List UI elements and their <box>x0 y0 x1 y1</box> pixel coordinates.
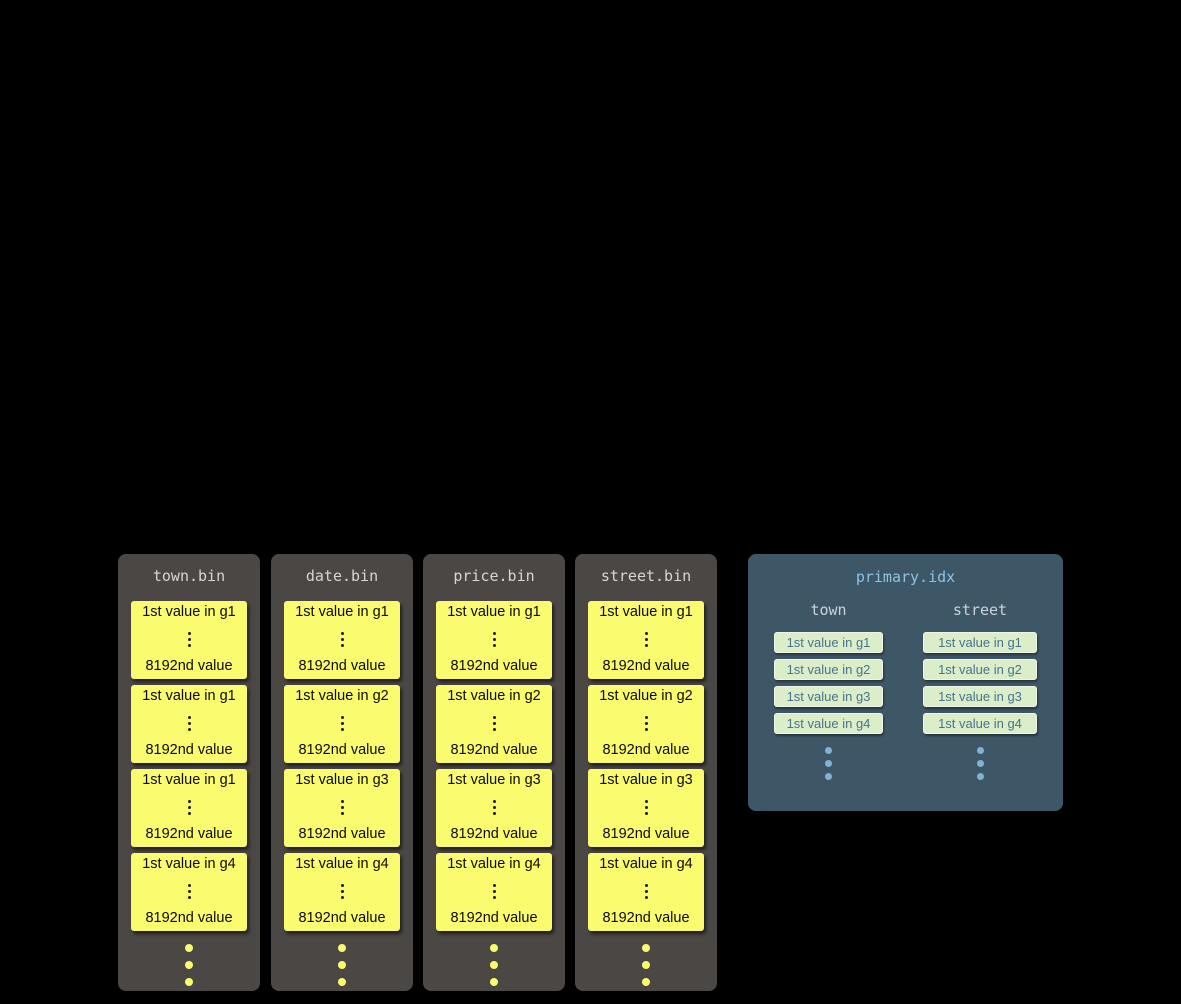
bin-file-panel-date: date.bin 1st value in g1 8192nd value 1s… <box>271 554 413 991</box>
more-granules-ellipsis-icon <box>490 944 498 986</box>
vertical-ellipsis-icon <box>187 715 191 731</box>
index-column-header: street <box>952 601 1008 619</box>
index-column-header: town <box>810 601 847 619</box>
granule-block: 1st value in g2 8192nd value <box>436 685 552 763</box>
bin-file-title: town.bin <box>152 567 226 585</box>
vertical-ellipsis-icon <box>644 883 648 899</box>
vertical-ellipsis-icon <box>492 799 496 815</box>
index-entry: 1st value in g4 <box>923 713 1037 734</box>
more-entries-ellipsis-icon <box>976 747 984 780</box>
granule-last-value: 8192nd value <box>298 826 386 842</box>
granule-last-value: 8192nd value <box>602 910 690 926</box>
granule-block: 1st value in g3 8192nd value <box>436 769 552 847</box>
granule-block: 1st value in g2 8192nd value <box>588 685 704 763</box>
granule-block: 1st value in g4 8192nd value <box>131 853 247 931</box>
bin-file-panel-street: street.bin 1st value in g1 8192nd value … <box>575 554 717 991</box>
granule-block: 1st value in g1 8192nd value <box>131 769 247 847</box>
bin-file-panel-town: town.bin 1st value in g1 8192nd value 1s… <box>118 554 260 991</box>
granule-first-value: 1st value in g1 <box>599 604 693 620</box>
granule-last-value: 8192nd value <box>298 742 386 758</box>
vertical-ellipsis-icon <box>644 715 648 731</box>
bin-file-title: date.bin <box>305 567 379 585</box>
bin-file-panel-price: price.bin 1st value in g1 8192nd value 1… <box>423 554 565 991</box>
granule-last-value: 8192nd value <box>450 742 538 758</box>
granule-last-value: 8192nd value <box>145 742 233 758</box>
index-column-town: town 1st value in g1 1st value in g2 1st… <box>774 601 883 780</box>
granule-first-value: 1st value in g1 <box>142 772 236 788</box>
granule-last-value: 8192nd value <box>602 658 690 674</box>
index-entry: 1st value in g1 <box>923 632 1037 653</box>
granule-block: 1st value in g4 8192nd value <box>588 853 704 931</box>
granule-first-value: 1st value in g3 <box>599 772 693 788</box>
vertical-ellipsis-icon <box>187 631 191 647</box>
granule-first-value: 1st value in g1 <box>142 688 236 704</box>
granule-block: 1st value in g1 8192nd value <box>284 601 400 679</box>
granule-last-value: 8192nd value <box>602 826 690 842</box>
more-granules-ellipsis-icon <box>642 944 650 986</box>
primary-index-panel: primary.idx town 1st value in g1 1st val… <box>748 554 1063 811</box>
index-entry: 1st value in g2 <box>774 659 883 680</box>
index-entry: 1st value in g2 <box>923 659 1037 680</box>
granule-last-value: 8192nd value <box>145 658 233 674</box>
granule-first-value: 1st value in g4 <box>295 856 389 872</box>
vertical-ellipsis-icon <box>340 799 344 815</box>
more-entries-ellipsis-icon <box>825 747 832 780</box>
granule-first-value: 1st value in g3 <box>295 772 389 788</box>
vertical-ellipsis-icon <box>492 883 496 899</box>
granule-block: 1st value in g1 8192nd value <box>588 601 704 679</box>
more-granules-ellipsis-icon <box>338 944 346 986</box>
granule-last-value: 8192nd value <box>145 910 233 926</box>
vertical-ellipsis-icon <box>492 631 496 647</box>
granule-first-value: 1st value in g3 <box>447 772 541 788</box>
granule-block: 1st value in g4 8192nd value <box>436 853 552 931</box>
granule-first-value: 1st value in g4 <box>599 856 693 872</box>
index-entry: 1st value in g3 <box>923 686 1037 707</box>
granule-last-value: 8192nd value <box>450 658 538 674</box>
index-entry: 1st value in g4 <box>774 713 883 734</box>
index-entry: 1st value in g3 <box>774 686 883 707</box>
bin-file-title: price.bin <box>453 567 535 585</box>
granule-last-value: 8192nd value <box>450 826 538 842</box>
granule-block: 1st value in g1 8192nd value <box>131 601 247 679</box>
granule-first-value: 1st value in g2 <box>295 688 389 704</box>
vertical-ellipsis-icon <box>340 883 344 899</box>
granule-last-value: 8192nd value <box>298 910 386 926</box>
index-column-street: street 1st value in g1 1st value in g2 1… <box>923 601 1037 780</box>
vertical-ellipsis-icon <box>644 631 648 647</box>
granule-first-value: 1st value in g1 <box>447 604 541 620</box>
granule-last-value: 8192nd value <box>602 742 690 758</box>
bin-file-title: street.bin <box>600 567 692 585</box>
vertical-ellipsis-icon <box>492 715 496 731</box>
granule-first-value: 1st value in g1 <box>295 604 389 620</box>
more-granules-ellipsis-icon <box>185 944 193 986</box>
granule-last-value: 8192nd value <box>450 910 538 926</box>
index-entry: 1st value in g1 <box>774 632 883 653</box>
granule-first-value: 1st value in g1 <box>142 604 236 620</box>
vertical-ellipsis-icon <box>340 631 344 647</box>
granule-block: 1st value in g3 8192nd value <box>588 769 704 847</box>
vertical-ellipsis-icon <box>187 799 191 815</box>
granule-block: 1st value in g1 8192nd value <box>436 601 552 679</box>
index-columns: town 1st value in g1 1st value in g2 1st… <box>748 601 1063 780</box>
vertical-ellipsis-icon <box>187 883 191 899</box>
vertical-ellipsis-icon <box>644 799 648 815</box>
granule-block: 1st value in g3 8192nd value <box>284 769 400 847</box>
granule-first-value: 1st value in g4 <box>447 856 541 872</box>
granule-block: 1st value in g2 8192nd value <box>284 685 400 763</box>
vertical-ellipsis-icon <box>340 715 344 731</box>
primary-index-title: primary.idx <box>855 568 956 586</box>
granule-last-value: 8192nd value <box>145 826 233 842</box>
granule-first-value: 1st value in g4 <box>142 856 236 872</box>
granule-last-value: 8192nd value <box>298 658 386 674</box>
granule-first-value: 1st value in g2 <box>599 688 693 704</box>
granule-first-value: 1st value in g2 <box>447 688 541 704</box>
granule-block: 1st value in g4 8192nd value <box>284 853 400 931</box>
granule-block: 1st value in g1 8192nd value <box>131 685 247 763</box>
